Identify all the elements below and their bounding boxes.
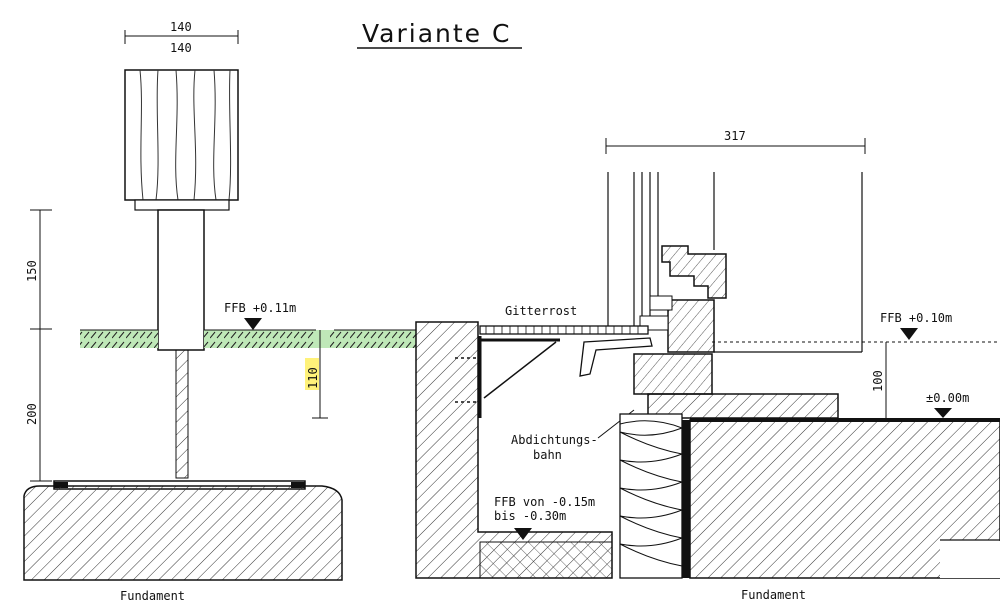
pit-level-line1: FFB von -0.15m	[494, 495, 595, 509]
soil-depth-dimension: 110	[305, 330, 328, 419]
insulation-layer	[619, 413, 684, 579]
left-ffb-label: FFB +0.11m	[224, 301, 296, 315]
post-width-top-label: 140	[170, 20, 192, 34]
threshold-height-label: 100	[871, 370, 885, 392]
membrane-label-line2: bahn	[533, 448, 562, 462]
post-height-lower-label: 200	[25, 403, 39, 425]
left-level-marker: FFB +0.11m	[224, 301, 296, 330]
right-foundation-label: Fundament	[741, 588, 806, 602]
door-width-dimension: 317	[605, 129, 866, 154]
grass-strip	[80, 329, 416, 348]
threshold-blocks	[633, 341, 1000, 419]
post-support	[157, 209, 205, 351]
sill-drip	[579, 337, 653, 377]
base-plate-end-right	[291, 482, 305, 488]
sealing-membrane	[682, 420, 690, 578]
foundation-step-void	[940, 541, 1000, 578]
membrane-label-line1: Abdichtungs-	[511, 433, 598, 447]
zero-level-label: ±0.00m	[926, 391, 969, 405]
threaded-rod	[175, 349, 189, 479]
door-width-label: 317	[724, 129, 746, 143]
threshold-height-dimension: 100	[871, 342, 887, 420]
grating: Gitterrost	[479, 304, 649, 335]
base-plate-end-left	[54, 482, 68, 488]
post-width-dimension: 140 140	[124, 20, 239, 55]
soil-depth-label: 110	[306, 367, 320, 389]
post-width-bottom-label: 140	[170, 41, 192, 55]
door-frame	[607, 172, 863, 353]
drawing-title: Variante C	[362, 19, 511, 48]
zero-level-marker: ±0.00m	[926, 391, 969, 418]
pit-level-line2: bis -0.30m	[494, 509, 566, 523]
pit-base	[479, 541, 613, 579]
grating-label: Gitterrost	[505, 304, 577, 318]
right-level-marker: FFB +0.10m	[880, 311, 952, 340]
light-well-wall	[415, 321, 613, 579]
post-height-upper-label: 150	[25, 260, 39, 282]
right-ffb-label: FFB +0.10m	[880, 311, 952, 325]
left-foundation	[23, 485, 343, 581]
timber-post	[124, 69, 239, 211]
door-sill-profile	[639, 245, 727, 353]
left-vertical-dimension: 150 200	[25, 209, 52, 482]
left-foundation-label: Fundament	[120, 589, 185, 603]
pit-level-marker: FFB von -0.15m bis -0.30m	[494, 495, 595, 540]
